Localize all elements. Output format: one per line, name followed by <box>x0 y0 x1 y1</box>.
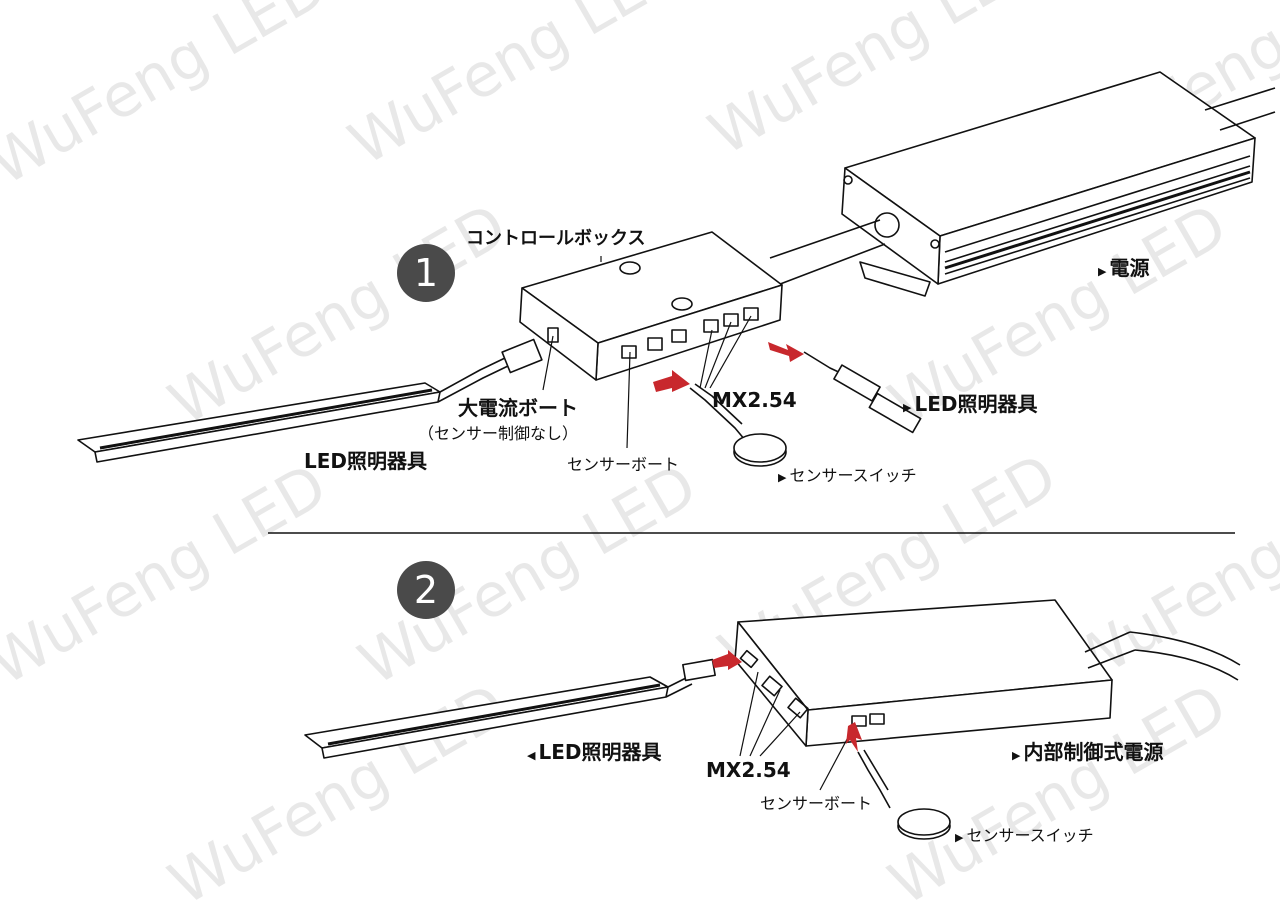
internal-psu-label: ▶内部制御式電源 <box>1012 740 1164 764</box>
sensor-switch-label: ▶センサースイッチ <box>778 466 917 485</box>
led-strip <box>77 338 543 463</box>
high-current-note: （センサー制御なし） <box>418 424 579 443</box>
led-fixture-right-label: ▶LED照明器具 <box>903 392 1038 416</box>
led-fixture-label: ◀LED照明器具 <box>527 740 662 764</box>
step-badge-2: 2 <box>397 561 455 619</box>
cable <box>769 219 886 287</box>
mx-label-2: MX2.54 <box>706 758 791 782</box>
mx-label: MX2.54 <box>712 388 797 412</box>
led-fixture-text: LED照明器具 <box>538 740 662 764</box>
sensor-port-label: センサーボート <box>567 455 680 474</box>
internal-psu-text: 内部制御式電源 <box>1023 740 1164 764</box>
sensor-switch-text-2: センサースイッチ <box>966 826 1094 845</box>
control-box <box>519 231 783 381</box>
power-supply-text: 電源 <box>1109 256 1150 280</box>
internal-psu <box>734 599 1241 747</box>
led-fixture-right-text: LED照明器具 <box>914 392 1038 416</box>
sensor-switch-text: センサースイッチ <box>789 466 917 485</box>
connection-arrows <box>712 650 862 752</box>
led-strip <box>304 658 716 759</box>
high-current-port-label: 大電流ボート <box>458 396 578 420</box>
led-fixture-left-label: LED照明器具 <box>304 449 428 473</box>
sensor-port-label-2: センサーボート <box>760 794 873 813</box>
sensor-switch-label-2: ▶センサースイッチ <box>955 826 1094 845</box>
illustration <box>77 71 1276 840</box>
step-badge-1: 1 <box>397 244 455 302</box>
control-box-label: コントロールボックス <box>466 228 646 249</box>
power-supply-unit <box>841 71 1276 297</box>
connection-arrows <box>653 342 804 392</box>
power-supply-label: ▶電源 <box>1098 256 1150 280</box>
